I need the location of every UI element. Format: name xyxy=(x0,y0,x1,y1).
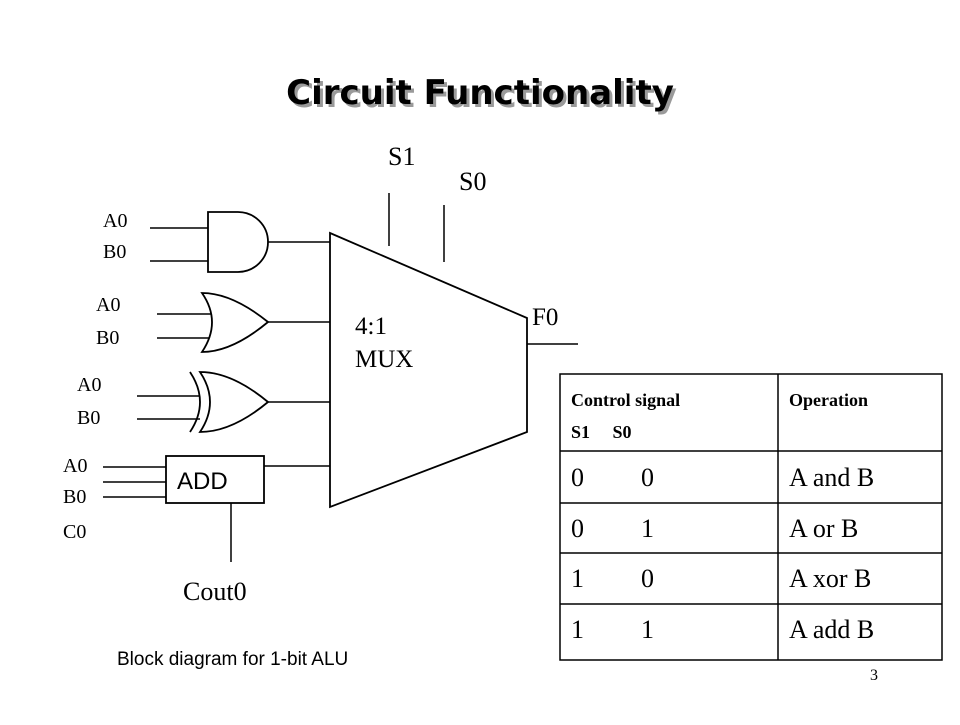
add-input-c-label: C0 xyxy=(63,521,86,543)
table-cell-operation: A add B xyxy=(789,615,874,644)
cout-label: Cout0 xyxy=(183,577,247,606)
table-row: 1 1 A add B xyxy=(571,615,874,644)
table-cell-s1: 1 xyxy=(571,615,584,644)
diagram-caption: Block diagram for 1-bit ALU xyxy=(117,649,348,670)
and-input-b-label: B0 xyxy=(103,241,126,263)
title-shadow: Circuit Functionality xyxy=(289,76,677,116)
add-block-label: ADD xyxy=(177,468,228,495)
table-border xyxy=(559,373,943,661)
add-block xyxy=(165,455,265,504)
table-cell-s1: 0 xyxy=(571,463,584,492)
and-gate xyxy=(207,211,269,273)
truth-table: Control signal S1 S0 Operation 0 0 A and… xyxy=(559,373,943,661)
table-header-control-signals: S1 S0 xyxy=(571,422,632,442)
mux-label-line2: MUX xyxy=(355,346,413,373)
mux-label-line1: 4:1 xyxy=(355,313,387,340)
table-row: 0 0 A and B xyxy=(571,463,874,492)
table-cell-s0: 0 xyxy=(641,564,654,593)
or-input-a-label: A0 xyxy=(96,294,120,316)
table-cell-s0: 0 xyxy=(641,463,654,492)
xor-input-b-label: B0 xyxy=(77,407,100,429)
table-cell-s0: 1 xyxy=(641,615,654,644)
table-cell-operation: A xor B xyxy=(789,564,871,593)
s0-label: S0 xyxy=(459,167,486,196)
xor-gate-extra-arc xyxy=(189,371,201,433)
table-row: 1 0 A xor B xyxy=(571,564,871,593)
table-cell-s1: 0 xyxy=(571,514,584,543)
table-cell-s1: 1 xyxy=(571,564,584,593)
s1-label: S1 xyxy=(388,142,415,171)
table-cell-operation: A and B xyxy=(789,463,874,492)
table-cell-s0: 1 xyxy=(641,514,654,543)
xor-gate xyxy=(198,371,270,433)
or-gate xyxy=(200,292,270,353)
table-header-operation: Operation xyxy=(789,390,868,410)
mux-block xyxy=(329,231,528,509)
table-row: 0 1 A or B xyxy=(571,514,858,543)
add-input-b-label: B0 xyxy=(63,486,86,508)
f0-label: F0 xyxy=(532,304,558,331)
page-title: Circuit Functionality xyxy=(286,73,674,113)
page-number: 3 xyxy=(870,667,878,684)
or-input-b-label: B0 xyxy=(96,327,119,349)
add-input-a-label: A0 xyxy=(63,455,87,477)
xor-input-a-label: A0 xyxy=(77,374,101,396)
and-input-a-label: A0 xyxy=(103,210,127,232)
table-header-control: Control signal xyxy=(571,390,680,410)
table-cell-operation: A or B xyxy=(789,514,858,543)
